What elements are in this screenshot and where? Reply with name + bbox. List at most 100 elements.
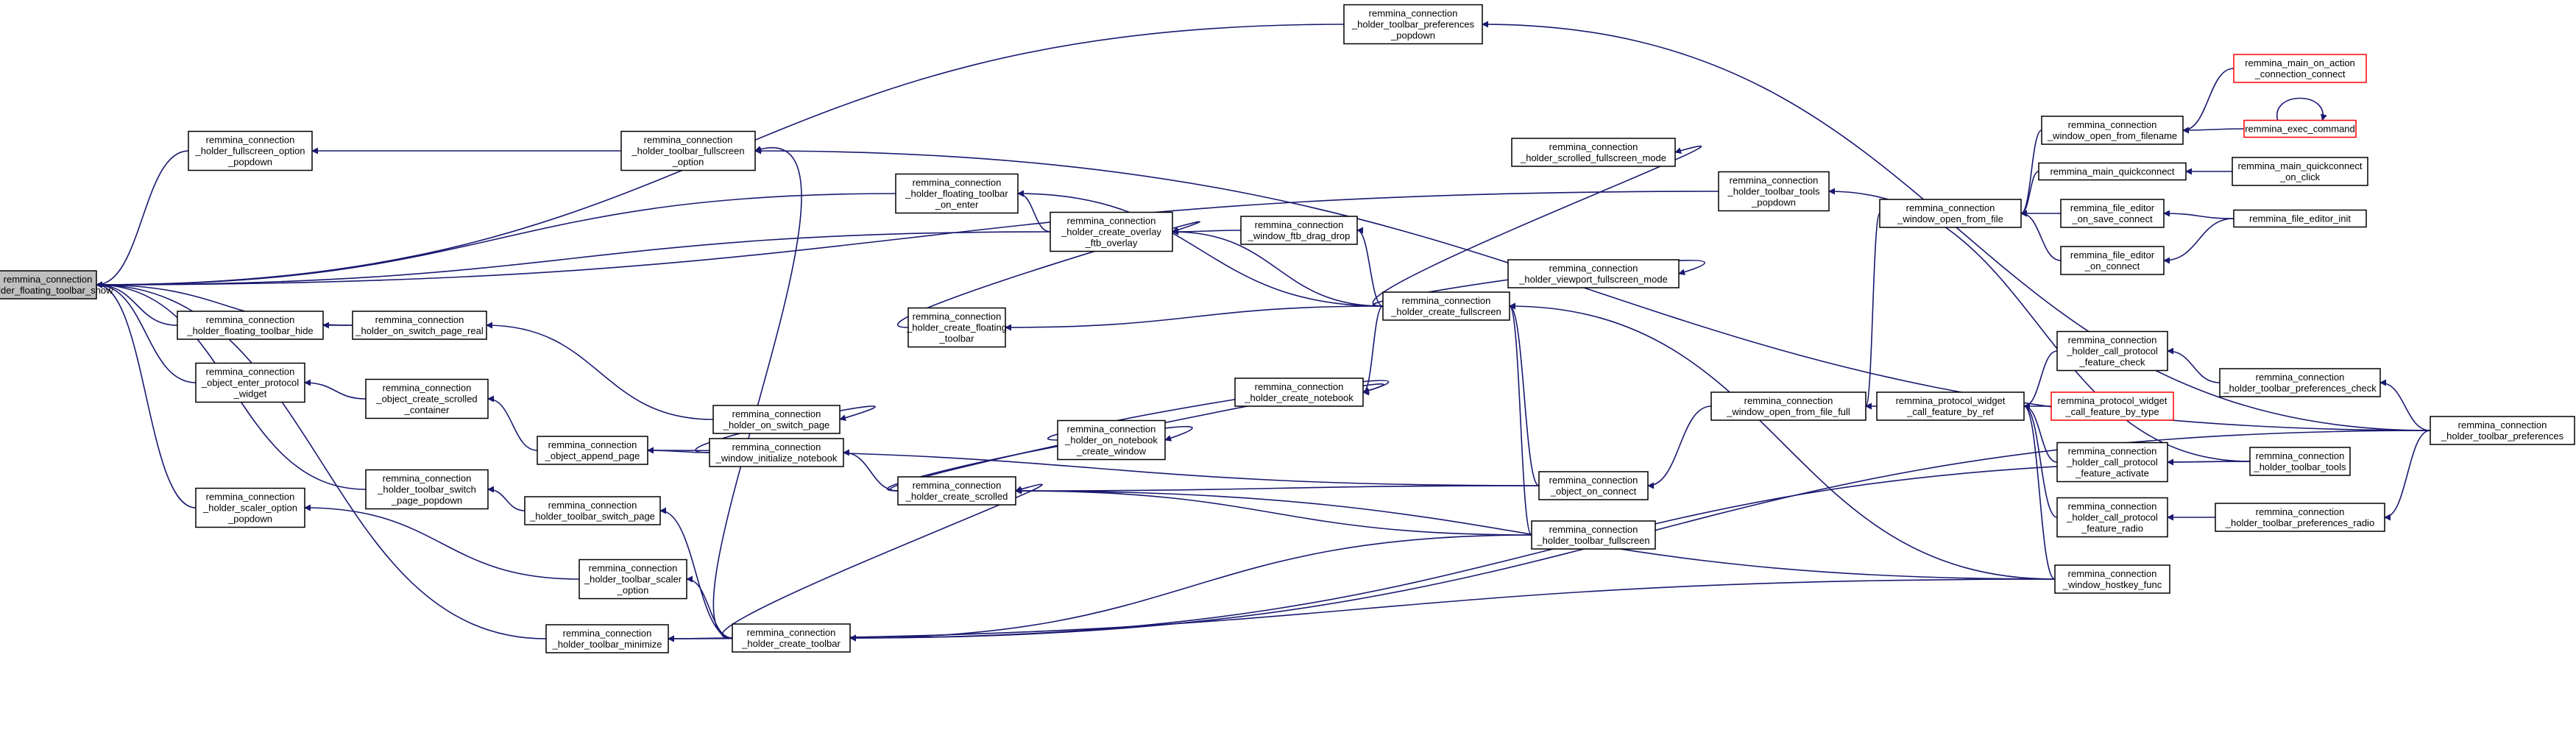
call-edge <box>897 221 1200 328</box>
function-node[interactable]: remmina_connection_holder_toolbar_fullsc… <box>620 130 756 171</box>
function-node[interactable]: remmina_connection_holder_toolbar_minimi… <box>545 624 669 653</box>
function-node[interactable]: remmina_connection_holder_on_notebook_cr… <box>1057 419 1166 461</box>
node-label-line: _feature_check <box>2079 357 2145 368</box>
node-label-line: _holder_toolbar_switch <box>377 484 476 495</box>
call-edge <box>2023 403 2056 580</box>
function-node[interactable]: remmina_protocol_widget_call_feature_by_… <box>2050 391 2174 421</box>
function-node[interactable]: remmina_connection_holder_call_protocol_… <box>2056 330 2168 372</box>
node-label-line: _object_create_scrolled <box>375 394 477 405</box>
call-edge <box>1172 228 1384 307</box>
node-label-line: _toolbar <box>939 333 975 344</box>
function-node[interactable]: remmina_connection_holder_scrolled_fulls… <box>1511 138 1676 167</box>
function-node[interactable]: remmina_connection_window_initialize_not… <box>709 438 844 467</box>
node-label-line: _connection_connect <box>2254 68 2346 79</box>
function-node[interactable]: remmina_connection_holder_toolbar_prefer… <box>2430 416 2575 445</box>
function-node[interactable]: remmina_file_editor_on_save_connect <box>2060 199 2165 228</box>
function-node[interactable]: remmina_connection_holder_floating_toolb… <box>895 173 1019 214</box>
function-node[interactable]: remmina_connection_holder_floating_toolb… <box>0 270 113 299</box>
function-node[interactable]: remmina_connection_object_create_scrolle… <box>365 378 489 419</box>
node-box <box>1879 199 2022 228</box>
function-node[interactable]: remmina_connection_holder_create_toolbar <box>732 623 851 653</box>
function-node[interactable]: remmina_connection_holder_viewport_fulls… <box>1507 259 1680 288</box>
function-node[interactable]: remmina_connection_holder_create_fullscr… <box>1382 291 1510 321</box>
node-label-line: _popdown <box>227 157 272 168</box>
function-node[interactable]: remmina_connection_holder_toolbar_tools_… <box>1718 171 1830 212</box>
function-node[interactable]: remmina_protocol_widget_call_feature_by_… <box>1876 391 2025 421</box>
node-box <box>2232 157 2368 186</box>
node-box <box>2050 391 2174 421</box>
node-box <box>1382 291 1510 321</box>
node-label-line: remmina_connection <box>383 473 472 484</box>
node-label-line: _widget <box>233 389 267 400</box>
function-node[interactable]: remmina_connection_window_hostkey_func <box>2054 564 2170 594</box>
node-label-line: remmina_connection <box>747 627 836 638</box>
function-node[interactable]: remmina_exec_command <box>2243 119 2357 138</box>
function-node[interactable]: remmina_connection_holder_create_overlay… <box>1050 211 1173 252</box>
call-edge <box>96 191 1719 288</box>
node-label-line: _holder_toolbar_switch_page <box>529 511 655 522</box>
function-node[interactable]: remmina_file_editor_init <box>2233 209 2367 228</box>
function-node[interactable]: remmina_connection_holder_toolbar_scaler… <box>578 559 687 600</box>
node-label-line: _holder_floating_toolbar <box>905 188 1008 199</box>
function-node[interactable]: remmina_connection_holder_toolbar_fullsc… <box>1531 520 1656 550</box>
node-label-line: remmina_connection <box>732 408 821 419</box>
node-label-line: _holder_toolbar_fullscreen <box>631 146 744 157</box>
function-node[interactable]: remmina_connection_holder_create_scrolle… <box>897 476 1016 506</box>
call-edge <box>668 578 2056 642</box>
function-node[interactable]: remmina_connection_holder_call_protocol_… <box>2056 497 2168 538</box>
node-box <box>1538 471 1649 500</box>
node-box <box>1343 4 1483 45</box>
node-label-line: _object_append_page <box>545 450 640 461</box>
call-edge <box>1509 302 1540 486</box>
node-label-line: remmina_connection <box>2458 419 2547 430</box>
function-node[interactable]: remmina_connection_holder_toolbar_switch… <box>524 496 661 525</box>
function-node[interactable]: remmina_connection_object_on_connect <box>1538 471 1649 500</box>
node-box <box>1057 419 1166 461</box>
node-label-line: remmina_connection <box>2256 506 2345 517</box>
node-box <box>709 438 844 467</box>
function-node[interactable]: remmina_main_on_action_connection_connec… <box>2233 54 2367 83</box>
node-label-line: remmina_connection <box>589 563 678 574</box>
function-node[interactable]: remmina_main_quickconnect_on_click <box>2232 157 2368 186</box>
function-node[interactable]: remmina_connection_holder_toolbar_prefer… <box>1343 4 1483 45</box>
call-edge <box>487 395 538 451</box>
call-edge <box>96 281 197 383</box>
function-node[interactable]: remmina_main_quickconnect <box>2038 162 2187 181</box>
node-label-line: _holder_toolbar_minimize <box>552 639 662 650</box>
function-node[interactable]: remmina_connection_object_append_page <box>537 436 648 465</box>
node-label-line: _holder_call_protocol <box>2066 512 2158 523</box>
node-label-line: _on_connect <box>2084 260 2140 272</box>
call-edge <box>2182 68 2234 134</box>
function-node[interactable]: remmina_connection_holder_toolbar_tools <box>2249 447 2351 476</box>
call-edge <box>1647 405 1712 489</box>
node-box <box>2060 199 2165 228</box>
function-node[interactable]: remmina_connection_holder_toolbar_prefer… <box>2215 503 2385 532</box>
node-label-line: _holder_call_protocol <box>2066 457 2158 468</box>
function-node[interactable]: remmina_connection_holder_on_switch_page… <box>352 311 487 340</box>
node-label-line: _holder_toolbar_preferences_check <box>2223 383 2377 394</box>
function-node[interactable]: remmina_connection_window_open_from_file… <box>2041 116 2184 145</box>
function-node[interactable]: remmina_connection_window_ftb_drag_drop <box>1240 216 1358 245</box>
function-node[interactable]: remmina_connection_holder_fullscreen_opt… <box>188 130 313 171</box>
node-box <box>712 405 841 434</box>
function-node[interactable]: remmina_connection_window_open_from_file <box>1879 199 2022 228</box>
function-node[interactable]: remmina_connection_holder_toolbar_switch… <box>365 469 489 510</box>
node-label-line: remmina_connection <box>375 314 464 325</box>
function-node[interactable]: remmina_file_editor_on_connect <box>2060 246 2165 275</box>
function-node[interactable]: remmina_connection_holder_call_protocol_… <box>2056 442 2168 483</box>
function-node[interactable]: remmina_connection_holder_floating_toolb… <box>177 311 324 340</box>
node-box <box>1240 216 1358 245</box>
node-box <box>537 436 648 465</box>
node-label-line: remmina_connection <box>1067 424 1156 435</box>
function-node[interactable]: remmina_connection_holder_toolbar_prefer… <box>2219 368 2381 397</box>
function-node[interactable]: remmina_connection_holder_create_noteboo… <box>1234 378 1364 407</box>
node-label-line: _popdown <box>227 514 272 525</box>
call-edge <box>2163 210 2234 219</box>
function-node[interactable]: remmina_connection_holder_scaler_option_… <box>195 487 305 528</box>
function-node[interactable]: remmina_connection_holder_on_switch_page <box>712 405 841 434</box>
function-node[interactable]: remmina_connection_holder_create_floatin… <box>906 307 1007 348</box>
function-node[interactable]: remmina_connection_window_open_from_file… <box>1710 391 1866 421</box>
node-label-line: remmina_connection <box>913 480 1002 491</box>
function-node[interactable]: remmina_connection_object_enter_protocol… <box>195 362 305 403</box>
node-label-line: remmina_main_on_action <box>2245 57 2355 68</box>
